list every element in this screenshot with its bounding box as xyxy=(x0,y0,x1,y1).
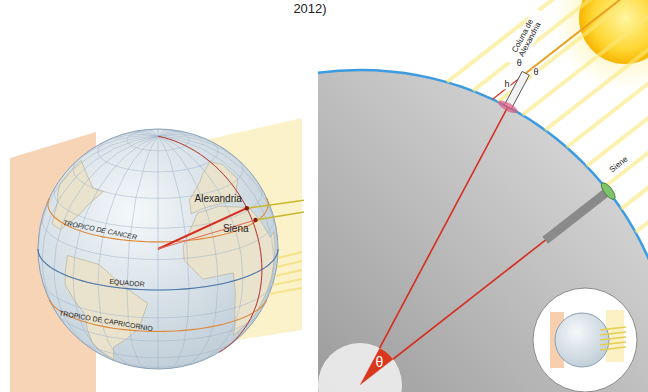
sun-ray xyxy=(256,212,304,220)
inset-frame xyxy=(533,288,637,392)
symbol-label: θ xyxy=(533,68,540,77)
earth-section xyxy=(318,70,648,392)
well-mouth xyxy=(599,181,618,202)
graticule xyxy=(38,129,278,369)
sun-glow xyxy=(553,0,648,90)
sun-ray xyxy=(605,2,648,187)
sun-ray xyxy=(269,288,302,294)
radius-line xyxy=(360,191,608,385)
well-shaft xyxy=(545,191,608,240)
column-base xyxy=(496,98,519,115)
continent xyxy=(52,160,103,229)
place-label: Siena xyxy=(223,224,249,235)
symbol-label: θ xyxy=(516,59,523,68)
sun-ray xyxy=(621,24,648,209)
sun-ray xyxy=(567,0,648,147)
symbol-label: θ xyxy=(375,355,383,370)
earth-surface xyxy=(318,70,648,392)
angle-disc xyxy=(318,343,402,392)
continent xyxy=(65,255,148,359)
radius-line xyxy=(360,73,526,385)
place-label: Alexandria xyxy=(195,194,242,205)
sun-ray xyxy=(636,48,648,233)
meridian-line xyxy=(158,136,262,352)
sun-ray xyxy=(600,327,626,330)
sun-ray xyxy=(272,279,302,285)
sun-ray xyxy=(473,0,648,91)
city-dot xyxy=(245,206,249,210)
caption-fragment: 2012) xyxy=(293,2,326,16)
angle-wedge xyxy=(360,348,393,385)
globe xyxy=(38,129,278,369)
sun-ray xyxy=(600,347,626,350)
equator-line xyxy=(38,249,278,290)
continent xyxy=(189,162,238,214)
sun-ray xyxy=(545,0,648,130)
radius-line xyxy=(158,220,256,249)
sun-ray xyxy=(277,261,302,267)
sun-ray xyxy=(247,200,304,208)
sun-ray xyxy=(600,332,626,335)
symbol-label: h xyxy=(504,80,511,89)
sun-ray xyxy=(278,252,302,258)
sun-ray xyxy=(587,0,648,166)
sun-ray xyxy=(275,270,302,276)
sun-ray xyxy=(600,337,626,340)
tropic-line xyxy=(48,198,268,242)
place-label: Siene xyxy=(607,155,630,175)
sun-ray xyxy=(600,342,626,345)
city-dot xyxy=(253,218,257,222)
